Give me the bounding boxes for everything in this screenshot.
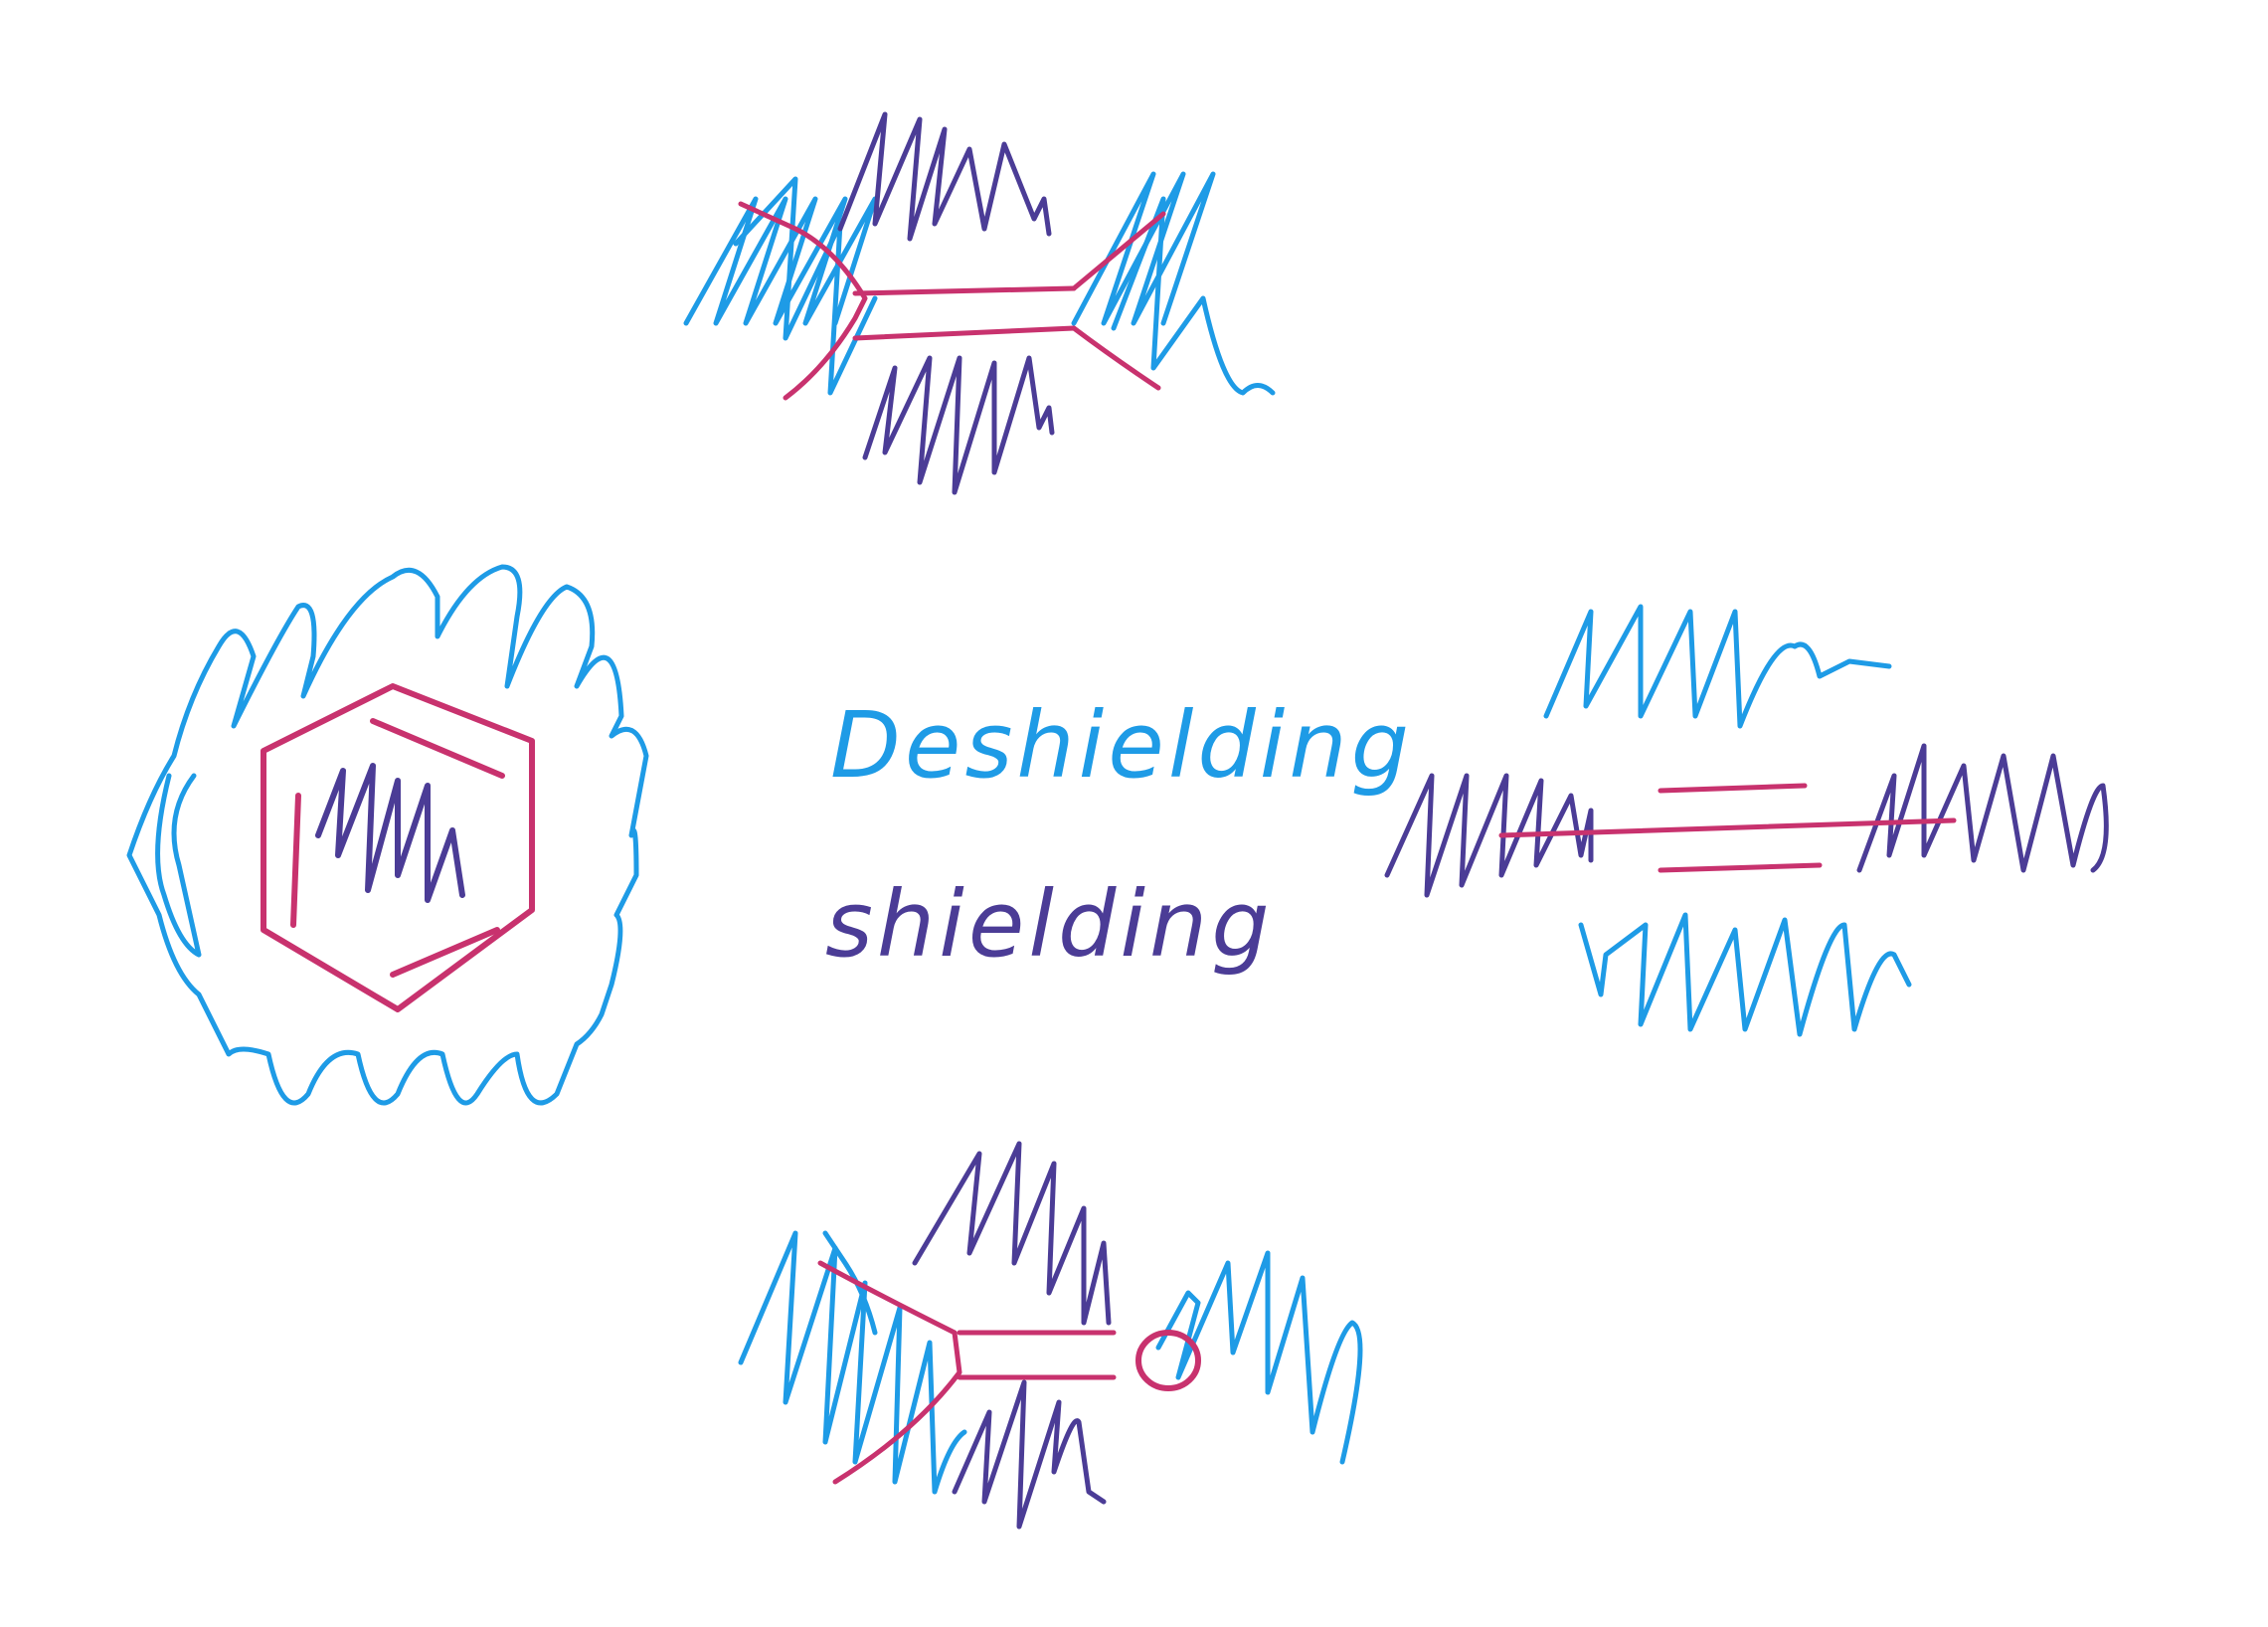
bond-line (852, 285, 1077, 296)
benzene-diagram (126, 564, 649, 1106)
alkene-diagram (683, 111, 1276, 495)
shielding-scribble (912, 1141, 1112, 1326)
bond-line (1071, 325, 1161, 391)
benzene-double-bond (370, 718, 505, 779)
deshielding-scribble (1071, 171, 1216, 326)
deshielding-label: Deshielding (830, 692, 1414, 799)
benzene-double-bond (390, 927, 500, 978)
bond-line (1071, 211, 1166, 291)
bond-line (817, 1260, 962, 1485)
carbonyl-diagram (738, 1141, 1363, 1530)
deshielding-scribble (1111, 196, 1276, 396)
bond-line (738, 201, 868, 401)
shielding-label: shielding (825, 871, 1274, 978)
shielding-scribble (1384, 773, 1594, 898)
triple-bond-bottom (1657, 862, 1823, 873)
deshielding-scribble (683, 196, 878, 326)
deshielding-scribble (1578, 912, 1912, 1037)
deshielding-scribble (155, 773, 202, 958)
benzene-ring (261, 683, 535, 1012)
deshielding-ring (126, 564, 649, 1106)
shielding-scribble (837, 111, 1052, 242)
deshielding-scribble (733, 176, 878, 396)
shielding-scribble (862, 355, 1055, 495)
triple-bond-center (1498, 817, 1957, 838)
bond-line (852, 325, 1077, 341)
shielding-scribble (315, 763, 465, 903)
benzene-double-bond (290, 793, 301, 928)
alkyne-diagram (1384, 604, 2109, 1037)
deshielding-scribble (1543, 604, 1892, 729)
triple-bond-top (1657, 783, 1808, 794)
deshielding-scribble (738, 1230, 967, 1495)
shielding-scribble (952, 1379, 1107, 1530)
deshielding-scribble (822, 1230, 878, 1336)
shielding-scribble (1856, 743, 2109, 873)
oxygen-atom (1135, 1330, 1201, 1391)
deshielding-scribble (1155, 1250, 1363, 1465)
